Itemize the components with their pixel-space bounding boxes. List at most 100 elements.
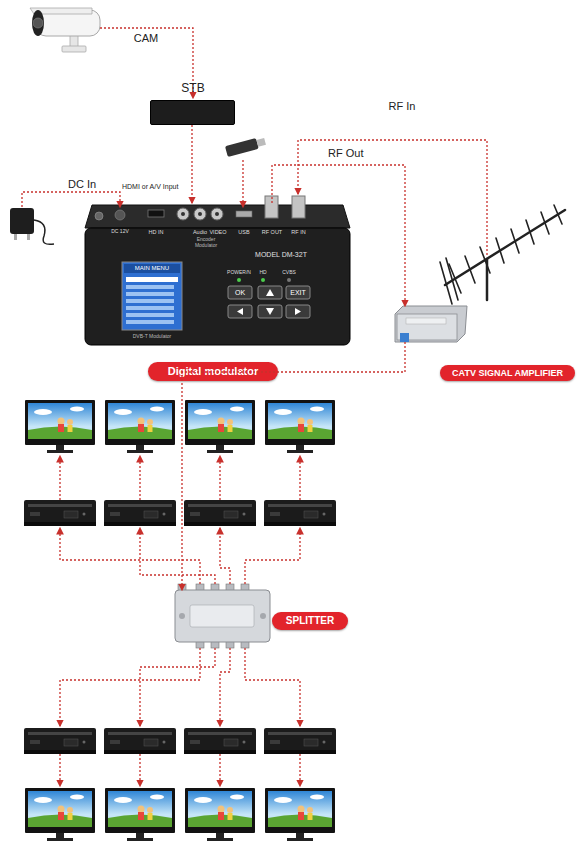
signal-wire: [298, 140, 487, 255]
indicator-label: CVBS: [277, 270, 301, 276]
receiver-box: [24, 728, 96, 754]
signal-connector: [191, 125, 192, 203]
receiver-box: [264, 500, 336, 526]
modulator-device: [85, 196, 350, 345]
menu-row: [126, 285, 174, 289]
connector-label: RF Out: [328, 147, 388, 159]
arrow-glyph: [237, 308, 243, 315]
antenna-element: [480, 247, 490, 273]
catv-amplifier: [395, 306, 467, 342]
device-tag: CATV SIGNAL AMPLIFIER: [440, 365, 575, 381]
rca-jack: [194, 208, 206, 220]
signal-connector: [272, 165, 405, 306]
splitter-screw: [179, 613, 185, 619]
port-label: RF OUT: [257, 229, 287, 235]
antenna-element: [554, 205, 562, 224]
signal-wire: [139, 456, 140, 500]
amplifier-label: [406, 318, 446, 324]
button: [286, 286, 310, 299]
signal-wire: [60, 648, 200, 726]
signal-wire: [22, 192, 120, 207]
antenna-element: [496, 238, 504, 263]
camera-front: [32, 10, 44, 36]
connector-label: HDMI or A/V Input: [122, 183, 222, 191]
usb-stick: [225, 136, 266, 157]
wire-label: DC In: [60, 178, 104, 190]
wire-label: CAM: [126, 32, 166, 44]
television: [185, 400, 255, 453]
television: [265, 400, 335, 453]
menu-row: [126, 299, 174, 303]
rca-hole: [215, 212, 219, 216]
device-name: STB: [148, 82, 238, 96]
led: [287, 278, 291, 282]
usb-body: [225, 138, 259, 157]
button: [286, 305, 310, 318]
television: [105, 400, 175, 453]
signal-wire: [245, 648, 300, 726]
antenna-reflector: [446, 258, 458, 300]
signal-wire: [139, 754, 140, 786]
television: [105, 788, 175, 841]
button: [228, 286, 252, 299]
signal-wire: [219, 456, 220, 500]
signal-connector: [182, 342, 405, 590]
signal-wire: [140, 528, 215, 584]
usb-port: [236, 211, 252, 217]
button: [228, 305, 252, 318]
splitter-plate: [190, 605, 254, 627]
antenna-element: [449, 264, 461, 293]
rca-jack: [211, 208, 223, 220]
receiver-box: [184, 500, 256, 526]
indicator-label: HD: [254, 270, 272, 276]
adapter-prong: [14, 234, 17, 240]
television: [25, 400, 95, 453]
signal-wire: [100, 28, 193, 98]
antenna-element: [526, 220, 534, 244]
button-label: OK: [228, 289, 252, 297]
digital-modulator: Digital modulator: [85, 203, 350, 345]
port-label: VIDEO: [206, 229, 230, 235]
menu-row: [126, 277, 178, 282]
yagi-antenna: [440, 205, 565, 304]
port-label: RF IN: [285, 229, 312, 235]
screen-title: MAIN MENU: [124, 265, 180, 272]
modulator-top: [85, 205, 350, 228]
adapter-cable: [34, 220, 54, 244]
rca-jack: [177, 208, 189, 220]
wire-label: RF In: [380, 100, 424, 112]
power-adapter: [10, 208, 54, 244]
menu-row: [126, 313, 174, 317]
receiver-box: [184, 728, 256, 754]
device-note: Encoder Modulator: [186, 237, 226, 248]
menu-row: [126, 292, 174, 296]
model-number: MODEL DM-32T: [236, 251, 326, 259]
led: [261, 278, 265, 282]
arrow-glyph: [295, 308, 301, 315]
button: [258, 305, 282, 318]
lcd-header: [124, 264, 180, 273]
dc-jack: [115, 210, 125, 220]
button-label: EXIT: [286, 289, 310, 297]
rca-hole: [181, 212, 185, 216]
television: [185, 788, 255, 841]
usb-plug: [256, 138, 266, 147]
signal-amplifier: CATV SIGNAL AMPLIFIER: [395, 306, 467, 342]
antenna-element: [511, 229, 519, 253]
ground-screw: [95, 212, 103, 220]
hdmi-port: [148, 210, 164, 217]
camera-wall-plate: [62, 46, 86, 52]
menu-row: [126, 306, 174, 310]
signal-wire: [140, 648, 215, 726]
camera-lens: [33, 18, 43, 28]
f-connector: [292, 196, 305, 218]
splitter-screw: [260, 613, 266, 619]
signal-wire: [59, 456, 60, 500]
rf-splitter: [175, 584, 270, 648]
receiver-box: [24, 500, 96, 526]
